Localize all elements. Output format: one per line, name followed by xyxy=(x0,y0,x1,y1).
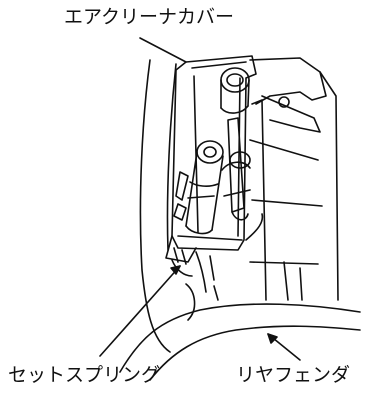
filter-element xyxy=(174,118,250,233)
label-air-cleaner-cover: エアクリーナカバー xyxy=(64,6,235,28)
leader-set-spring xyxy=(100,266,180,356)
set-spring xyxy=(166,236,214,292)
leader-air-cleaner-cover xyxy=(140,38,186,62)
outer-frame-left-inner xyxy=(167,64,176,250)
label-rear-fender: リヤフェンダ xyxy=(236,364,351,386)
arrowhead-rear-fender xyxy=(268,334,277,343)
outer-frame-left xyxy=(140,60,170,352)
right-body-panels xyxy=(246,58,338,300)
label-set-spring: セットスプリング xyxy=(8,364,161,386)
rear-fender xyxy=(120,284,360,380)
air-cleaner-cover xyxy=(172,56,256,250)
